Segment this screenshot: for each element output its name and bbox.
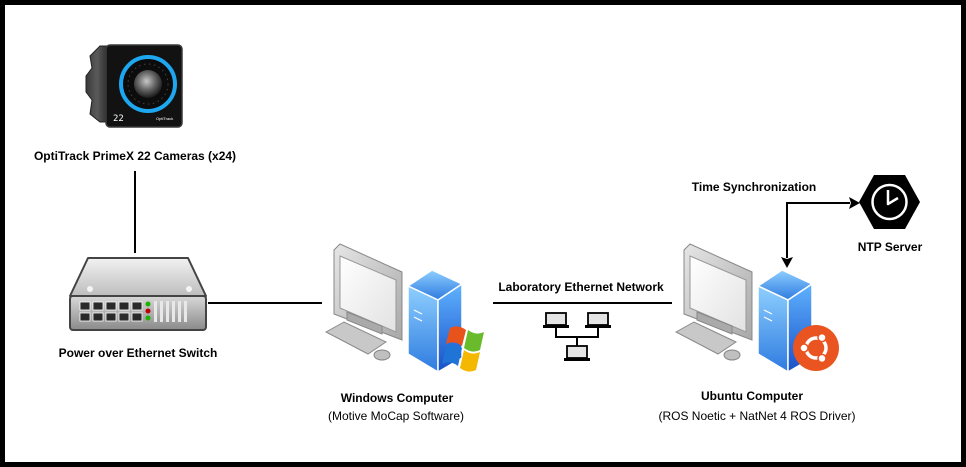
switch-icon[interactable] bbox=[69, 257, 207, 331]
windows-logo-icon bbox=[442, 326, 484, 372]
clock-icon bbox=[871, 183, 908, 221]
time-sync-label: Time Synchronization bbox=[691, 180, 817, 194]
ubuntu-label: Ubuntu Computer bbox=[701, 389, 803, 403]
windows-sublabel: (Motive MoCap Software) bbox=[327, 409, 465, 423]
led-green-icon bbox=[145, 301, 151, 307]
led-green-icon bbox=[145, 315, 151, 321]
windows-label: Windows Computer bbox=[340, 391, 454, 405]
ntp-server-label: NTP Server bbox=[857, 240, 923, 254]
ubuntu-logo-icon bbox=[793, 325, 839, 371]
arrowhead-right-icon bbox=[849, 197, 860, 209]
network-icon[interactable] bbox=[543, 312, 611, 361]
camera-icon[interactable]: 22 OptiTrack bbox=[85, 44, 183, 128]
switch-ports bbox=[79, 301, 143, 322]
camera-display-number: 22 bbox=[113, 114, 124, 124]
ubuntu-sublabel: (ROS Noetic + NatNet 4 ROS Driver) bbox=[658, 409, 856, 423]
network-label: Laboratory Ethernet Network bbox=[498, 280, 664, 294]
ntp-server-icon[interactable] bbox=[859, 175, 920, 229]
windows-computer-icon[interactable] bbox=[324, 243, 484, 374]
ubuntu-computer-icon[interactable] bbox=[674, 243, 839, 374]
camera-brand-mark: OptiTrack bbox=[156, 116, 173, 121]
arrowhead-down-icon bbox=[781, 257, 793, 268]
edge-ubuntu-ntp bbox=[781, 197, 860, 268]
led-red-icon bbox=[145, 308, 151, 314]
switch-label: Power over Ethernet Switch bbox=[58, 346, 218, 360]
cameras-label: OptiTrack PrimeX 22 Cameras (x24) bbox=[33, 149, 237, 163]
